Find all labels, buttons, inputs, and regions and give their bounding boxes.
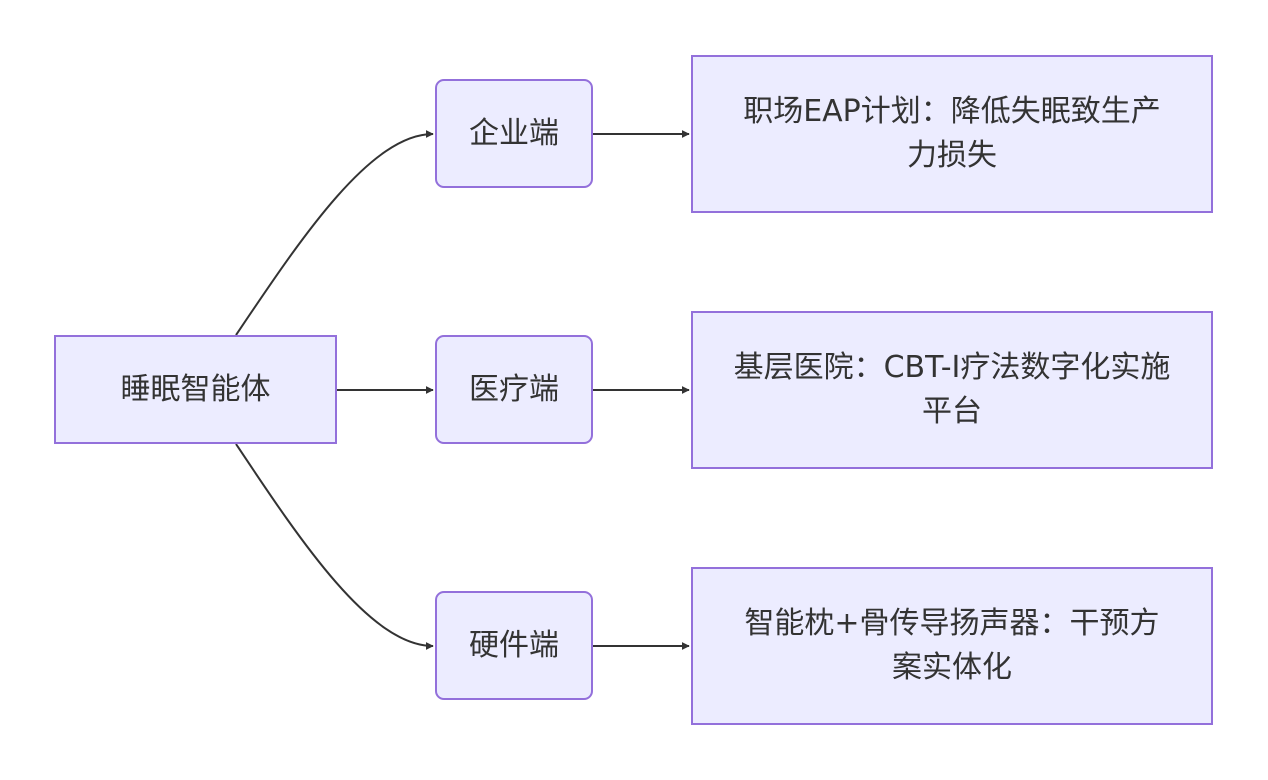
node-hardware[interactable]: 硬件端 [435, 591, 593, 700]
node-hardware-label: 硬件端 [469, 627, 559, 663]
node-hardware-smart-pillow[interactable]: 智能枕+骨传导扬声器：干预方案实体化 [691, 567, 1213, 725]
node-enterprise-label: 企业端 [469, 115, 559, 151]
edge-root-to-hardware [235, 443, 434, 650]
node-sleep-agent[interactable]: 睡眠智能体 [54, 335, 337, 444]
node-sleep-agent-label: 睡眠智能体 [120, 371, 271, 407]
node-medical-cbti-platform-label: 基层医院：CBT-I疗法数字化实施平台 [733, 350, 1171, 429]
node-enterprise[interactable]: 企业端 [435, 79, 593, 188]
node-hardware-smart-pillow-label: 智能枕+骨传导扬声器：干预方案实体化 [744, 606, 1160, 685]
node-enterprise-eap-plan[interactable]: 职场EAP计划：降低失眠致生产力损失 [691, 55, 1213, 213]
node-medical-cbti-platform[interactable]: 基层医院：CBT-I疗法数字化实施平台 [691, 311, 1213, 469]
edge-root-to-enterprise [235, 130, 434, 336]
node-enterprise-eap-plan-label: 职场EAP计划：降低失眠致生产力损失 [743, 94, 1161, 173]
node-medical[interactable]: 医疗端 [435, 335, 593, 444]
node-medical-label: 医疗端 [469, 371, 559, 407]
